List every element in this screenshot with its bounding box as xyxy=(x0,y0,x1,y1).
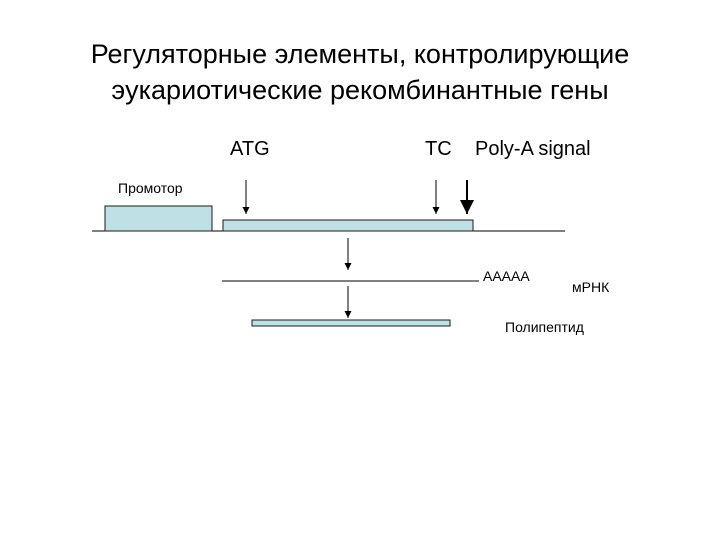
poly-a-signal-label: Poly-A signal xyxy=(475,138,591,160)
gene-box xyxy=(222,219,474,232)
polypeptide-label: Полипептид xyxy=(505,319,584,335)
title-line-2: эукариотические рекомбинантные гены xyxy=(111,75,609,105)
promoter-label: Промотор xyxy=(118,180,183,196)
polypeptide-bar xyxy=(251,319,451,327)
tc-label: TC xyxy=(425,138,452,160)
promoter-box xyxy=(104,205,213,232)
slide-title: Регуляторные элементы, контролирующие эу… xyxy=(0,36,720,108)
mrna-label: мРНК xyxy=(572,279,610,295)
title-line-1: Регуляторные элементы, контролирующие xyxy=(90,39,630,69)
atg-label: ATG xyxy=(230,138,270,160)
poly-a-tail-label: AAAAA xyxy=(483,268,530,284)
